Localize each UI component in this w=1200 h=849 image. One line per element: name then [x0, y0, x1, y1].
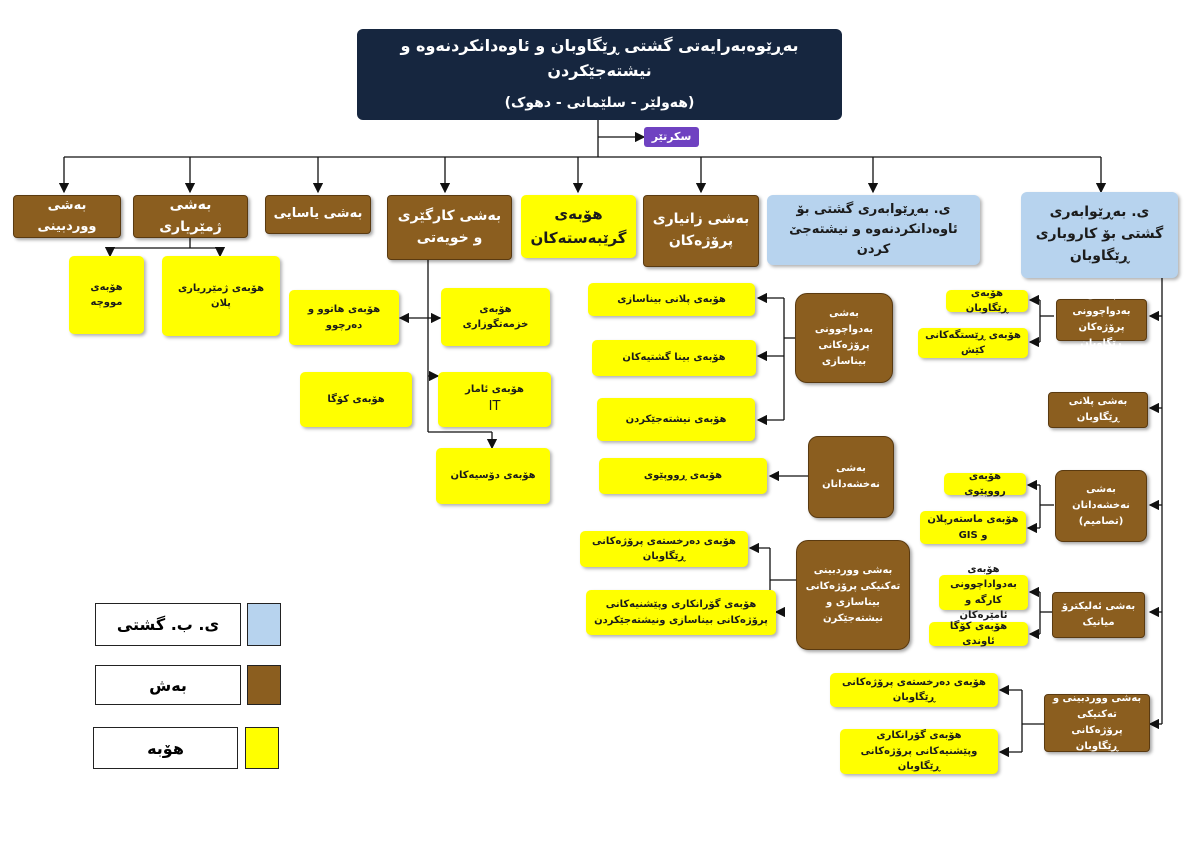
unit-treasury: هۆبەی خزمەتگوزاری: [441, 288, 550, 346]
unit-weigh-stations: هۆبەی ڕێستگەکانی کێش: [918, 328, 1028, 358]
legend-swatch-department: [247, 665, 281, 705]
unit-roads: هۆبەی ڕێگاوبان: [946, 288, 1028, 314]
dept-projects-info: بەشی زانیاری پرۆژەکان: [643, 195, 759, 267]
legend-label-general: ی. ب. گشتی: [95, 603, 241, 646]
unit-incoming-outgoing: هۆبەی هاتوو و دەرچوو: [289, 290, 399, 345]
legend-label-department: بەش: [95, 665, 241, 705]
unit-workshop-machines: هۆبەی بەدواداچوونی کارگە و ئامێرەکان: [939, 564, 1028, 621]
unit-housing: هۆبەی نیشتەجێکردن: [597, 398, 755, 441]
legend-label-unit: هۆبە: [93, 727, 238, 769]
dept-electro-mechanical: بەشی ئەلیکترۆ میانیک: [1052, 592, 1145, 638]
unit-project-documents-roads: هۆبەی دەرخستەی پرۆژەکانی ڕێگاوبان: [830, 673, 998, 707]
general-directorate-reconstruction: ی. بەڕێوابەری گشتی بۆ ئاوەدانکردنەوە و ن…: [767, 195, 980, 265]
dept-building-followup: بەشی بەدواچوونی پرۆژەکانی بیناسازی: [795, 293, 893, 383]
unit-planning-accounting: هۆبەی ژمێرریاری پلان: [162, 256, 280, 336]
legend-swatch-unit: [245, 727, 279, 769]
org-title: بەڕێوەبەرایەتی گشتی ڕێگاوبان و ئاوەدانکر…: [357, 29, 842, 120]
dept-roads-planning: بەشی پلانی ڕێگاوبان: [1048, 392, 1148, 428]
unit-survey-reconstruction: هۆبەی ڕووپێوی: [599, 458, 767, 494]
unit-contracts: هۆبەی گرێبەستەکان: [521, 195, 636, 258]
title-line-1: بەڕێوەبەرایەتی گشتی ڕێگاوبان و ئاوەدانکر…: [400, 35, 799, 80]
unit-building-plan: هۆبەی پلانی بیناسازی: [588, 283, 755, 316]
legend-swatch-general: [247, 603, 281, 646]
unit-warehouse-roads: هۆبەی کۆگا ئاوندی: [929, 621, 1028, 647]
unit-changes-roads: هۆبەی گۆرانکاری وپێشنیەکانی پرۆژەکانی ڕێ…: [840, 729, 998, 774]
unit-statistics-label: هۆبەی ئامار: [465, 383, 524, 395]
unit-public-buildings: هۆبەی بینا گشتیەکان: [592, 340, 756, 376]
unit-warehouse: هۆبەی کۆگا: [300, 372, 412, 427]
unit-files: هۆبەی دۆسیەکان: [436, 448, 550, 504]
unit-project-documents-reconstruction: هۆبەی دەرخستەی پرۆژەکانی ڕێگاوبان: [580, 531, 748, 567]
dept-roads-followup: بەشی بەدواچوونی پرۆژەکان ڕێگاوبان: [1056, 290, 1147, 349]
dept-design-reconstruction: بەشی نەخشەدانان: [808, 436, 894, 518]
title-line-2: (هەولێر - سلێمانی - دهوک): [504, 95, 695, 112]
dept-legal: بەشی یاسایی: [265, 195, 371, 234]
unit-master-plan-gis: هۆبەی ماستەرپلان و GIS: [920, 511, 1026, 544]
dept-accounting: بەشی ژمێریاری: [133, 195, 248, 238]
general-directorate-roads: ی. بەڕێوابەری گشتی بۆ کاروباری ڕێگاوبان: [1021, 192, 1178, 278]
unit-changes-buildings: هۆبەی گۆرانکاری وپێشنیەکانی پرۆژەکانی بی…: [586, 590, 776, 635]
unit-statistics-it: هۆبەی ئامار IT: [438, 372, 551, 427]
dept-audit: بەشی ووردبینی: [13, 195, 121, 238]
unit-it-label: IT: [488, 399, 501, 415]
unit-salaries: هۆبەی مووچە: [69, 256, 144, 334]
dept-roads-design: بەشی نەخشەدانان (تصاميم): [1055, 470, 1147, 542]
dept-admin-finance: بەشی کارگێری و خویەتی: [387, 195, 512, 260]
secretary-box: سکرتێر: [644, 127, 699, 147]
dept-technical-audit-roads: بەشی ووردبینی و تەکنیکی پرۆژەکانی ڕێگاوب…: [1044, 693, 1150, 752]
dept-technical-audit-buildings: بەشی ووردبینی تەکنیکی پرۆژەکانی بیناسازی…: [796, 540, 910, 650]
unit-survey-roads: هۆبەی رووپێوی: [944, 471, 1026, 497]
